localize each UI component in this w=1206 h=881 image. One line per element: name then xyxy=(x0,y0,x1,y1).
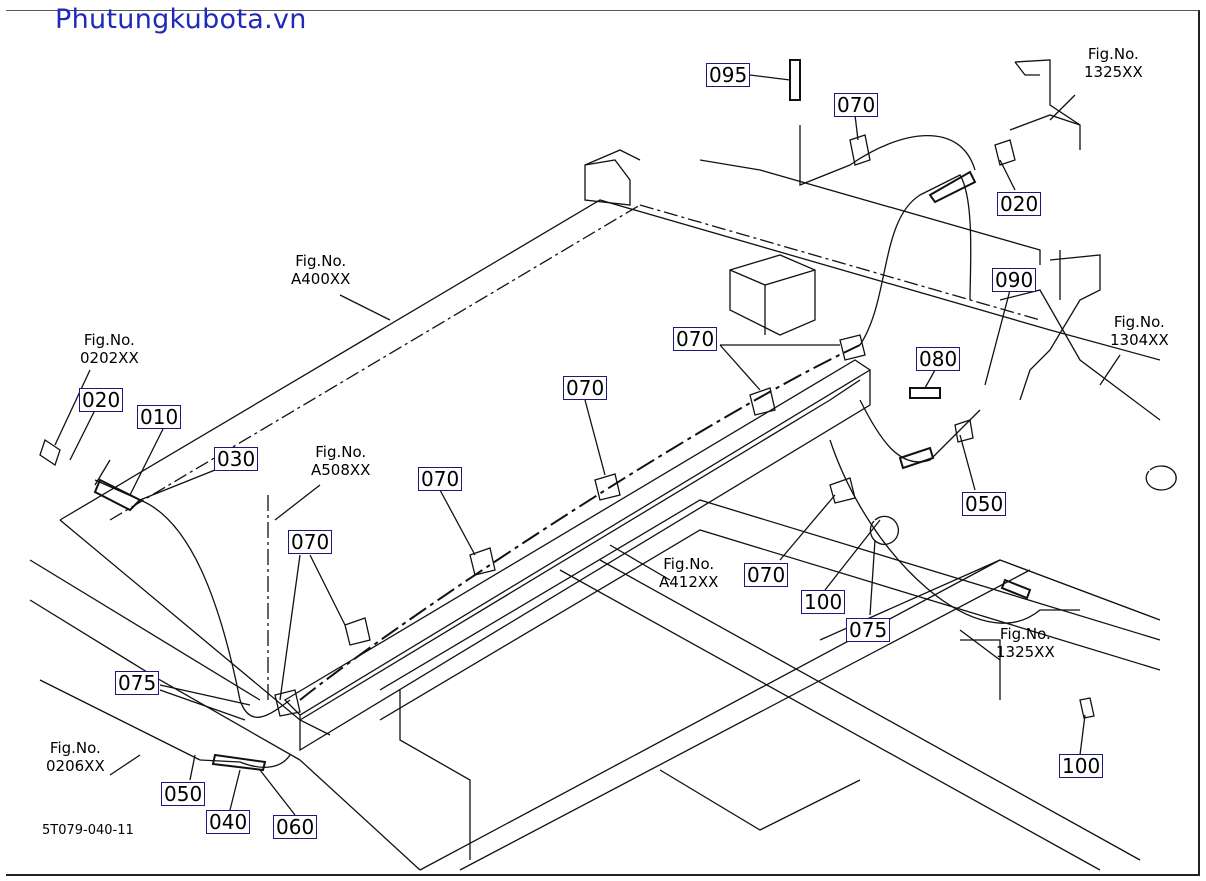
spring-right xyxy=(1000,578,1032,600)
callout-050[interactable]: 050 xyxy=(962,492,1007,516)
fig-ref-code: 0206XX xyxy=(46,757,105,775)
pipe-1304 xyxy=(1019,254,1101,401)
platform-top-edge xyxy=(59,199,1161,521)
callout-060[interactable]: 060 xyxy=(273,815,318,839)
bracket-1325 xyxy=(1014,59,1081,150)
drawing-number: 5T079-040-11 xyxy=(42,823,134,838)
fig-ref-code: A508XX xyxy=(311,461,371,479)
callout-020[interactable]: 020 xyxy=(79,388,124,412)
cable-upper xyxy=(799,125,976,186)
callout-020[interactable]: 020 xyxy=(997,192,1042,216)
spring-040 xyxy=(211,753,267,772)
callout-070[interactable]: 070 xyxy=(418,467,463,491)
fig-ref-code: 1325XX xyxy=(996,643,1055,661)
grip-upper xyxy=(928,170,977,204)
callout-070[interactable]: 070 xyxy=(744,563,789,587)
fig-ref-code: 1325XX xyxy=(1084,63,1143,81)
callout-030[interactable]: 030 xyxy=(214,447,259,471)
callout-080[interactable]: 080 xyxy=(916,347,961,371)
platform-front-edge xyxy=(299,379,861,721)
cable-main xyxy=(299,344,861,701)
drawing-border xyxy=(6,10,1200,876)
fig-ref-A412[interactable]: Fig.No. A412XX xyxy=(659,555,718,591)
clamp xyxy=(849,134,871,166)
watermark-text: Phutungkubota.vn xyxy=(55,4,307,35)
fig-ref-0206[interactable]: Fig.No. 0206XX xyxy=(46,739,105,775)
callout-075[interactable]: 075 xyxy=(115,671,160,695)
fig-ref-A400[interactable]: Fig.No. A400XX xyxy=(291,252,350,288)
callout-010[interactable]: 010 xyxy=(137,405,182,429)
fig-ref-code: A400XX xyxy=(291,270,351,288)
fig-ref-A508[interactable]: Fig.No. A508XX xyxy=(311,443,370,479)
fig-ref-code: 0202XX xyxy=(80,349,139,367)
callout-075[interactable]: 075 xyxy=(846,618,891,642)
cable-right xyxy=(859,174,972,346)
fig-ref-label: Fig.No. xyxy=(295,252,347,270)
fig-ref-code: 1304XX xyxy=(1110,331,1169,349)
fig-ref-label: Fig.No. xyxy=(999,625,1051,643)
callout-040[interactable]: 040 xyxy=(206,810,251,834)
fig-ref-1304[interactable]: Fig.No. 1304XX xyxy=(1110,313,1169,349)
fig-ref-0202[interactable]: Fig.No. 0202XX xyxy=(80,331,139,367)
callout-090[interactable]: 090 xyxy=(992,268,1037,292)
fig-ref-label: Fig.No. xyxy=(663,555,715,573)
callout-095[interactable]: 095 xyxy=(706,63,751,87)
box-block xyxy=(729,254,816,336)
cable-left xyxy=(94,479,291,718)
spring-095 xyxy=(789,59,801,101)
callout-070[interactable]: 070 xyxy=(834,93,879,117)
fig-ref-label: Fig.No. xyxy=(1113,313,1165,331)
callout-100[interactable]: 100 xyxy=(1059,754,1104,778)
cable-1325 xyxy=(829,439,1080,624)
fig-ref-code: A412XX xyxy=(659,573,719,591)
fig-ref-1325-bottom[interactable]: Fig.No. 1325XX xyxy=(996,625,1055,661)
grip-left xyxy=(93,478,142,512)
platform-rail-side xyxy=(299,370,871,752)
fig-ref-1325-top[interactable]: Fig.No. 1325XX xyxy=(1084,45,1143,81)
cable-bottom xyxy=(199,754,291,768)
fig-ref-label: Fig.No. xyxy=(315,443,367,461)
fig-ref-label: Fig.No. xyxy=(49,739,101,757)
callout-100[interactable]: 100 xyxy=(801,590,846,614)
callout-070[interactable]: 070 xyxy=(673,327,718,351)
spring-lower xyxy=(898,446,935,470)
callout-070[interactable]: 070 xyxy=(288,530,333,554)
fig-ref-label: Fig.No. xyxy=(83,331,135,349)
callout-070[interactable]: 070 xyxy=(563,376,608,400)
frame-beam xyxy=(379,499,1161,691)
callout-050[interactable]: 050 xyxy=(161,782,206,806)
fig-ref-label: Fig.No. xyxy=(1087,45,1139,63)
spring-080 xyxy=(909,387,941,399)
cable-wire-left xyxy=(39,679,201,761)
